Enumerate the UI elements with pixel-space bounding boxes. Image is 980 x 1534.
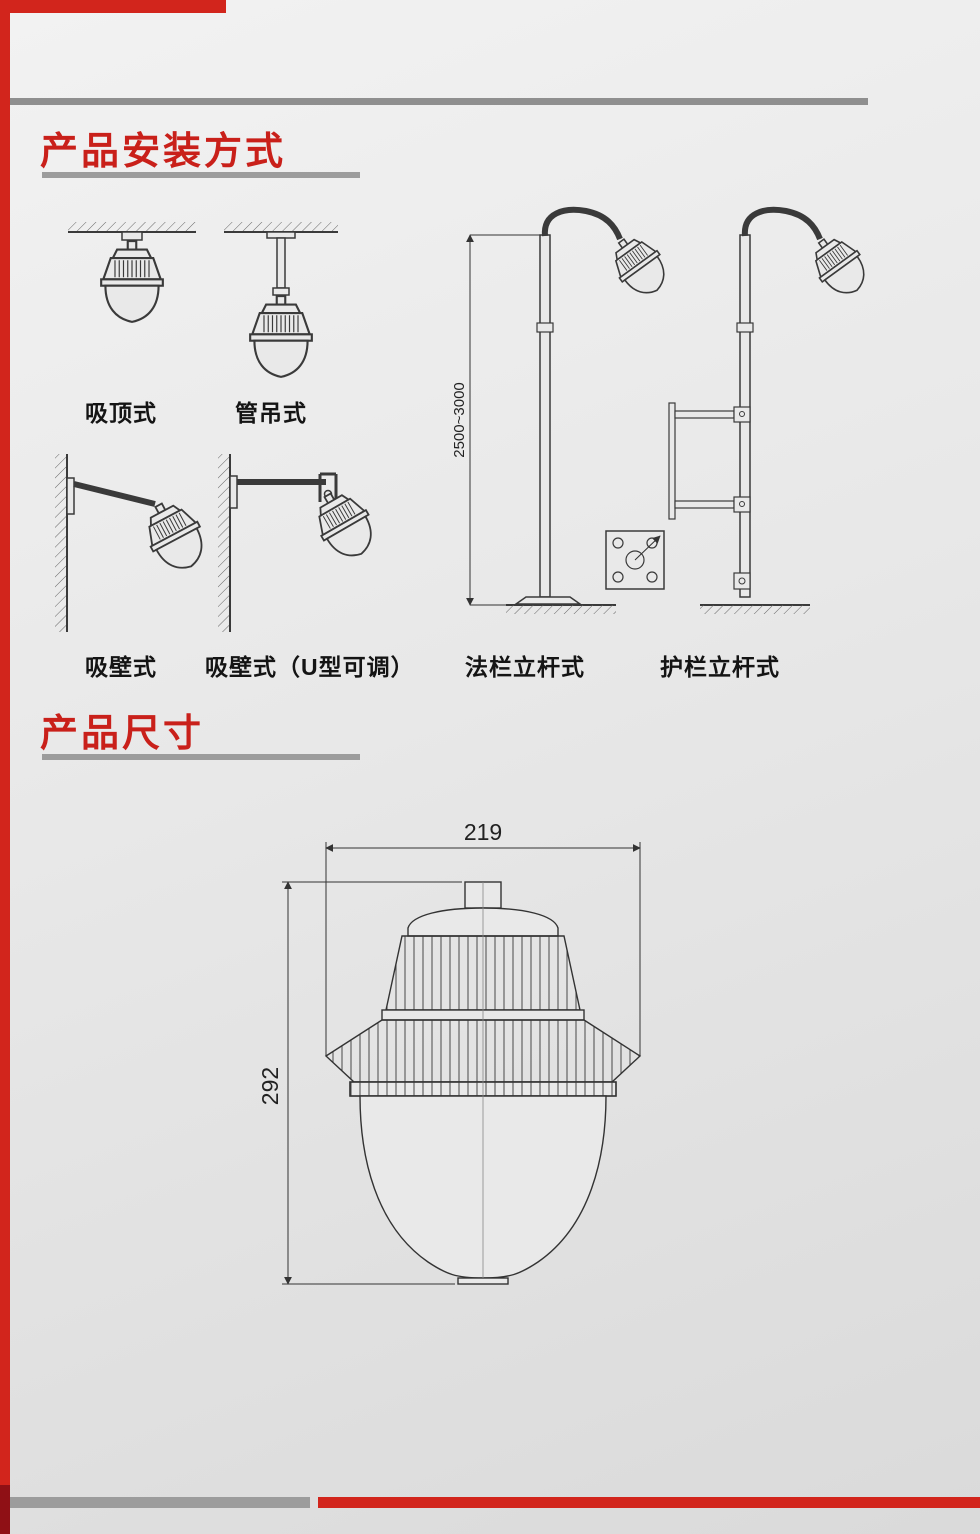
lamp-section-drawing bbox=[324, 881, 642, 1285]
flange-pole-drawing: 2500~3000 bbox=[451, 206, 677, 614]
pipe-mount-drawing bbox=[224, 222, 338, 378]
u-bracket bbox=[318, 472, 338, 502]
section-title-dimensions: 产品尺寸 bbox=[40, 713, 205, 755]
flange-pole-figure: 2500~3000 bbox=[448, 205, 683, 643]
height-dimension-label: 292 bbox=[257, 1067, 283, 1105]
lamp-icon bbox=[801, 226, 877, 305]
product-dimension-figure: 219 292 bbox=[248, 819, 718, 1307]
lamp-icon bbox=[304, 481, 385, 568]
guardrail-pole-drawing bbox=[668, 206, 877, 614]
wall-mount-drawing bbox=[55, 454, 216, 632]
wall-mount-adjustable-figure bbox=[218, 448, 393, 638]
pipe-mount-label: 管吊式 bbox=[235, 400, 307, 426]
flange-plate-detail bbox=[605, 530, 665, 590]
footer-gray-bar bbox=[10, 1497, 310, 1508]
top-divider-bar bbox=[10, 98, 868, 105]
section-title-installation: 产品安装方式 bbox=[40, 131, 287, 173]
gooseneck-arm bbox=[741, 206, 823, 241]
ceiling-mount-drawing bbox=[68, 222, 196, 323]
pole-height-dimension: 2500~3000 bbox=[451, 382, 468, 458]
wall-mount-adjustable-drawing bbox=[218, 454, 385, 632]
wall-mount-label: 吸壁式 bbox=[85, 654, 157, 680]
pipe-mount-figure bbox=[222, 222, 340, 400]
guardrail bbox=[668, 402, 751, 520]
footer-red-bar bbox=[318, 1497, 980, 1508]
top-accent-bar bbox=[0, 0, 226, 13]
width-dimension-label: 219 bbox=[464, 819, 502, 845]
wall-mount-adjustable-label: 吸壁式（U型可调） bbox=[205, 654, 415, 680]
section-underline-dimensions bbox=[42, 754, 360, 760]
left-accent-strip-bottom bbox=[0, 1485, 10, 1534]
flange-pole-label: 法栏立杆式 bbox=[465, 654, 585, 680]
section-underline-installation bbox=[42, 172, 360, 178]
lamp-icon bbox=[134, 491, 216, 580]
ceiling-mount-figure bbox=[66, 222, 198, 400]
wall-mount-figure bbox=[55, 448, 220, 638]
lamp-icon bbox=[100, 240, 164, 323]
lamp-icon bbox=[249, 295, 313, 378]
guardrail-pole-label: 护栏立杆式 bbox=[660, 654, 780, 680]
product-dimension-drawing: 219 292 bbox=[257, 819, 642, 1285]
guardrail-pole-figure bbox=[648, 205, 877, 643]
left-accent-strip bbox=[0, 0, 10, 1485]
gooseneck-arm bbox=[541, 206, 623, 241]
ceiling-mount-label: 吸顶式 bbox=[85, 400, 157, 426]
